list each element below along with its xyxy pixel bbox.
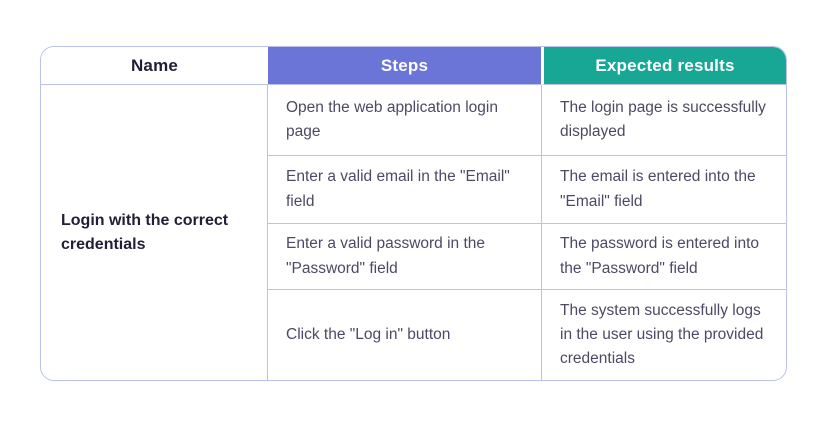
expected-result-text: The password is entered into the "Passwo…: [560, 235, 760, 277]
test-case-name-cell: Login with the correct credentials: [41, 85, 268, 380]
step-text: Enter a valid email in the "Email" field: [286, 168, 510, 210]
column-header-steps-label: Steps: [380, 55, 429, 75]
expected-result-cell: The email is entered into the "Email" fi…: [541, 156, 786, 224]
column-header-name-label: Name: [130, 55, 179, 75]
expected-result-text: The system successfully logs in the user…: [560, 301, 764, 368]
column-header-name: Name: [41, 47, 268, 85]
step-cell: Open the web application login page: [268, 85, 541, 156]
column-header-expected-results: Expected results: [541, 47, 786, 85]
step-cell: Enter a valid password in the "Password"…: [268, 224, 541, 290]
expected-result-text: The email is entered into the "Email" fi…: [560, 168, 756, 210]
step-cell: Enter a valid email in the "Email" field: [268, 156, 541, 224]
step-cell: Click the "Log in" button: [268, 290, 541, 380]
expected-result-cell: The system successfully logs in the user…: [541, 290, 786, 380]
test-case-table: Name Steps Expected results Login with t…: [40, 46, 787, 381]
expected-result-cell: The password is entered into the "Passwo…: [541, 224, 786, 290]
expected-result-text: The login page is successfully displayed: [560, 98, 766, 140]
test-case-name: Login with the correct credentials: [61, 211, 229, 253]
step-text: Click the "Log in" button: [286, 325, 451, 343]
expected-result-cell: The login page is successfully displayed: [541, 85, 786, 156]
column-header-steps: Steps: [268, 47, 541, 85]
step-text: Open the web application login page: [286, 98, 498, 140]
step-text: Enter a valid password in the "Password"…: [286, 235, 486, 277]
column-header-expected-results-label: Expected results: [595, 55, 735, 75]
